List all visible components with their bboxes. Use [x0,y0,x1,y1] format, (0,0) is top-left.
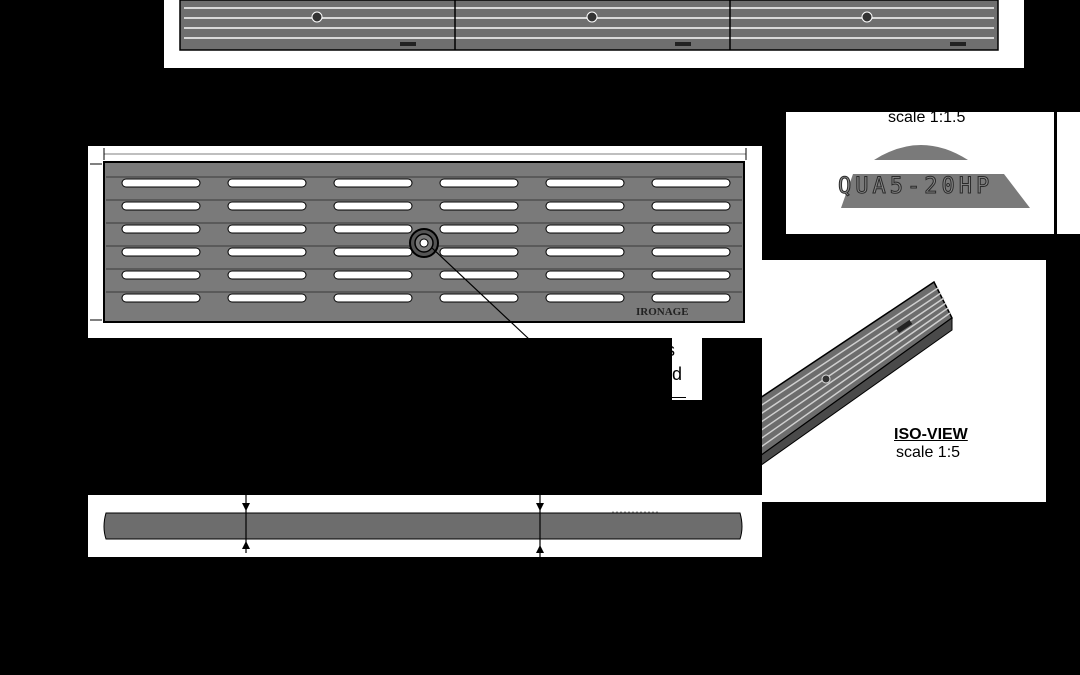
plan-rib [106,199,742,201]
plan-slot [227,270,307,280]
plan-view-panel: IRONAGE [88,146,762,338]
plan-slot [333,293,413,303]
detail-scale-label: scale 1:1.5 [888,112,966,126]
side-view-drawing [103,495,743,557]
plan-slot [121,247,201,257]
plan-slot [333,178,413,188]
plan-slot [439,293,519,303]
plan-slot [121,201,201,211]
detail-profile [841,145,1030,208]
plan-slot [227,293,307,303]
callout-panel: s d [672,338,702,400]
plan-rib [106,291,742,293]
plan-slot [545,270,625,280]
plan-rib [106,268,742,270]
callout-line-2: d [672,364,683,384]
plan-slot [333,247,413,257]
plan-slot [651,247,731,257]
plan-slot [439,201,519,211]
plan-slot [651,201,731,211]
side-view-panel [88,495,762,557]
plan-slot [227,224,307,234]
iso-grate-drawing [762,280,953,466]
plan-slot [545,224,625,234]
callout-underline [672,397,686,398]
detail-part-number: QUA5-20HP [837,174,994,200]
plan-slot [439,178,519,188]
plan-slot [333,201,413,211]
top-grate-strip [179,0,999,51]
plan-slot [121,224,201,234]
iso-view-scale: scale 1:5 [896,444,961,461]
detail-edge-strip [1056,112,1080,234]
plan-slot [651,270,731,280]
plan-slot [545,247,625,257]
plan-slot [121,270,201,280]
plan-view-drawing: IRONAGE [90,148,747,323]
plan-rib [106,176,742,178]
plan-slot [227,178,307,188]
plan-slot [121,293,201,303]
plan-slot [439,224,519,234]
plan-slot [439,247,519,257]
callout-line-1: s [672,340,675,361]
iso-view-panel: ISO-VIEW scale 1:5 [762,260,1046,502]
plan-slot [651,293,731,303]
plan-slot [227,247,307,257]
plan-slot [227,201,307,211]
plan-slot [651,224,731,234]
plan-slot [439,270,519,280]
plan-brand-mark: IRONAGE [636,306,689,318]
plan-slot [651,178,731,188]
plan-slot [545,178,625,188]
plan-slot [545,293,625,303]
top-grate-strip-panel [164,0,1024,68]
plan-slot [333,224,413,234]
plan-slot [545,201,625,211]
plan-rib [106,222,742,224]
plan-slot [333,270,413,280]
detail-view-panel: scale 1:1.5 QUA5-20HP [786,112,1054,234]
iso-view-title: ISO-VIEW [894,426,968,443]
plan-slot [121,178,201,188]
